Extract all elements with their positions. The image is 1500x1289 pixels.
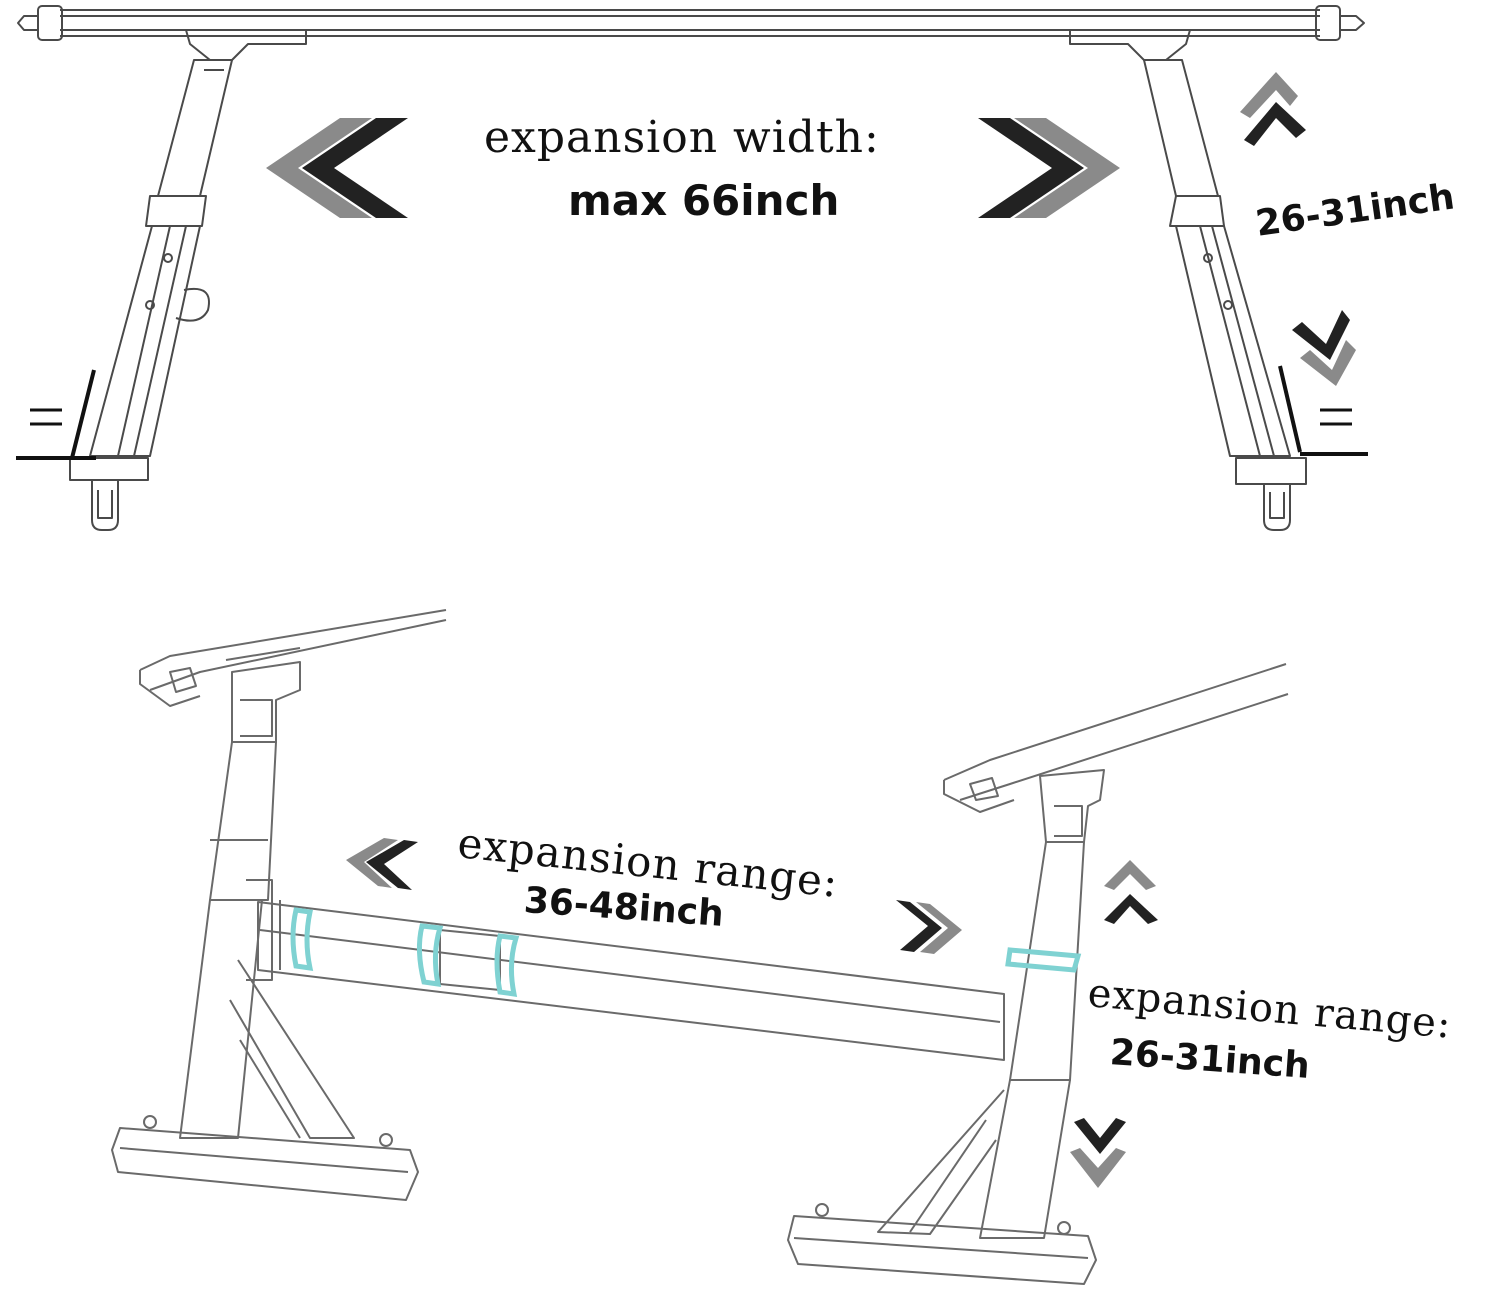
bottom-left-foot [111,1115,419,1201]
top-bed-marks [30,408,1352,426]
bottom-right-upright [877,769,1105,1239]
bottom-cross-right-arrow [896,900,962,954]
bottom-right-foot [787,1203,1097,1285]
bottom-rack-drawing [111,609,1289,1285]
top-width-left-arrow [266,118,408,218]
top-left-upright [69,29,307,531]
bottom-height-up-arrow [1104,860,1158,924]
top-height-down-arrow [1292,310,1356,386]
bottom-cross-left-arrow [346,838,418,890]
bottom-clamp-bands [290,907,1082,997]
bottom-left-rail [139,609,447,707]
top-height-up-arrow [1240,72,1306,146]
top-bed-walls [16,365,1368,460]
top-width-label: expansion width: [484,112,880,163]
top-right-upright [1069,29,1307,531]
top-width-value: max 66inch [568,176,840,225]
bottom-height-down-arrow [1070,1118,1126,1188]
bottom-right-rail [943,663,1289,813]
top-rack-drawing [16,5,1368,531]
top-width-right-arrow [978,118,1120,218]
bottom-left-upright [179,661,355,1139]
top-crossbar [17,5,1365,41]
